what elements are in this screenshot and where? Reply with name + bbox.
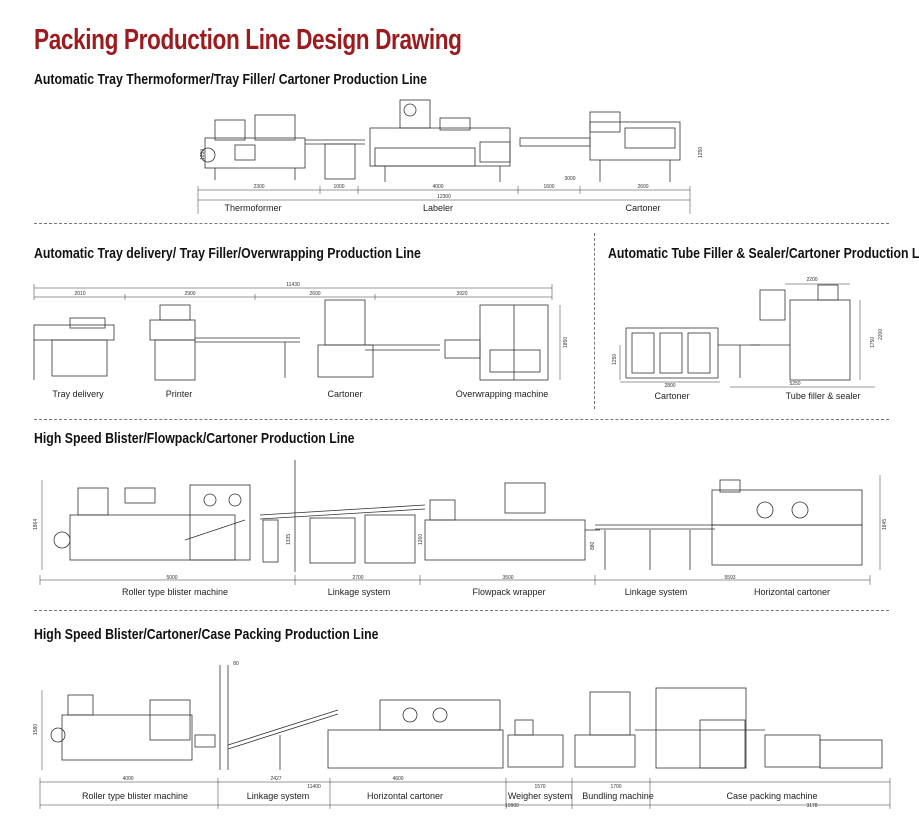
dimension-label: 2800 [664, 383, 676, 389]
section-heading-flowpack-line: High Speed Blister/Flowpack/Cartoner Pro… [34, 430, 355, 447]
dimension-label: 4000 [122, 776, 134, 782]
dimension-lines-4 [39, 475, 881, 585]
machine-label-cartoner: Cartoner [327, 389, 363, 399]
machine-label-flowpack: Flowpack wrapper [472, 587, 546, 597]
dimension-lines-5 [39, 690, 891, 809]
horizontal-cartoner-2-drawing [327, 699, 504, 769]
machine-label-linkage-system: Linkage system [246, 791, 310, 801]
flowpack-drawing [424, 482, 600, 561]
dimension-label: 1700 [610, 784, 622, 790]
dimension-label: 2200 [806, 277, 818, 283]
dimension-label: 1260 [418, 533, 424, 545]
machine-label-horizontal-cartoner: Horizontal cartoner [366, 791, 444, 801]
machine-label-printer: Printer [165, 389, 193, 399]
machine-label-tray-delivery: Tray delivery [52, 389, 104, 399]
section-heading-thermoformer-line: Automatic Tray Thermoformer/Tray Filler/… [34, 71, 427, 88]
weigher-drawing [507, 719, 564, 768]
section-divider [34, 223, 889, 224]
dimension-label: 1250 [698, 146, 704, 158]
machine-label-horizontal-cartoner: Horizontal cartoner [753, 587, 831, 597]
tube-filler-drawing [739, 284, 851, 381]
dimension-label: 880 [590, 541, 596, 550]
linkage-system-3-drawing [219, 665, 339, 770]
thermoformer-drawing [200, 114, 306, 180]
machine-label-tube-filler: Tube filler & sealer [785, 391, 861, 401]
case-packing-drawing [635, 687, 883, 769]
labeler-drawing [369, 99, 511, 182]
dimension-lines-2 [33, 284, 561, 380]
dimension-label: 5593 [724, 575, 736, 581]
dimension-label: 3920 [456, 291, 468, 297]
roller-blister-drawing [53, 484, 251, 561]
dimension-label: 2300 [253, 184, 265, 190]
dimension-label: 1580 [33, 723, 39, 735]
dimension-label: 1335 [286, 533, 292, 545]
machine-label-linkage-system: Linkage system [327, 587, 391, 597]
dimension-label: 80 [233, 661, 239, 667]
dimension-label: 2427 [270, 776, 282, 782]
dimension-label: 19900 [505, 803, 519, 809]
section-divider-vertical [594, 233, 595, 409]
cartoner-drawing [519, 111, 681, 182]
machine-label-thermoformer: Thermoformer [224, 203, 282, 213]
dimension-label: 1864 [33, 518, 39, 530]
section-divider [34, 419, 889, 420]
machine-label-overwrapping: Overwrapping machine [455, 389, 549, 399]
section-heading-case-packing-line: High Speed Blister/Cartoner/Case Packing… [34, 626, 379, 643]
dimension-label: 11400 [307, 784, 321, 790]
printer-drawing [149, 304, 300, 381]
dimension-lines-3 [619, 283, 875, 388]
tray-delivery-drawing [33, 317, 115, 380]
dimension-label: 1000 [333, 184, 345, 190]
dimension-label: 3178 [806, 803, 818, 809]
machine-label-cartoner: Cartoner [654, 391, 690, 401]
dimension-label: 1650 [200, 148, 206, 160]
dimension-label: 4600 [392, 776, 404, 782]
machine-label-roller-blister: Roller type blister machine [81, 791, 189, 801]
dimension-label: 1750 [870, 336, 876, 348]
machine-label-case-packing: Case packing machine [726, 791, 818, 801]
linkage-system-drawing [259, 460, 426, 572]
dimension-label: 1845 [882, 518, 888, 530]
dimension-label: 5000 [166, 575, 178, 581]
machine-label-linkage-system: Linkage system [624, 587, 688, 597]
dimension-label: 2010 [74, 291, 86, 297]
dimension-label: 3000 [564, 176, 576, 182]
dimension-label: 1250 [612, 353, 618, 365]
dimension-label: 2900 [184, 291, 196, 297]
machine-label-cartoner: Cartoner [625, 203, 661, 213]
conveyor-drawing [305, 139, 365, 180]
linkage-system-2-drawing [595, 524, 715, 570]
bundling-drawing [574, 691, 636, 768]
roller-blister-2-drawing [50, 694, 216, 761]
dimension-label: 5250 [789, 381, 801, 387]
dimension-label: 2700 [352, 575, 364, 581]
machine-label-roller-blister: Roller type blister machine [121, 587, 229, 597]
machine-label-bundling: Bundling machine [582, 791, 654, 801]
page-title: Packing Production Line Design Drawing [34, 24, 462, 56]
machine-label-weigher: Weigher system [507, 791, 573, 801]
section-heading-overwrapping-line: Automatic Tray delivery/ Tray Filler/Ove… [34, 245, 421, 262]
dimension-label: 2200 [878, 328, 884, 340]
dimension-lines-1 [197, 186, 691, 214]
dimension-label: 4000 [432, 184, 444, 190]
dimension-label: 3500 [502, 575, 514, 581]
section-heading-tube-filler-line: Automatic Tube Filler & Sealer/Cartoner … [608, 245, 919, 262]
dimension-label: 1600 [543, 184, 555, 190]
dimension-label: 11430 [286, 282, 300, 288]
section-divider [34, 610, 889, 611]
cartoner-2-drawing [317, 299, 440, 378]
dimension-label: 2600 [309, 291, 321, 297]
dimension-label: 1850 [563, 336, 569, 348]
dimension-label: 12300 [437, 194, 451, 200]
dimension-label: 1570 [534, 784, 546, 790]
horizontal-cartoner-drawing [711, 479, 863, 566]
machine-label-labeler: Labeler [422, 203, 454, 213]
overwrapping-drawing [444, 304, 549, 381]
dimension-label: 2600 [637, 184, 649, 190]
